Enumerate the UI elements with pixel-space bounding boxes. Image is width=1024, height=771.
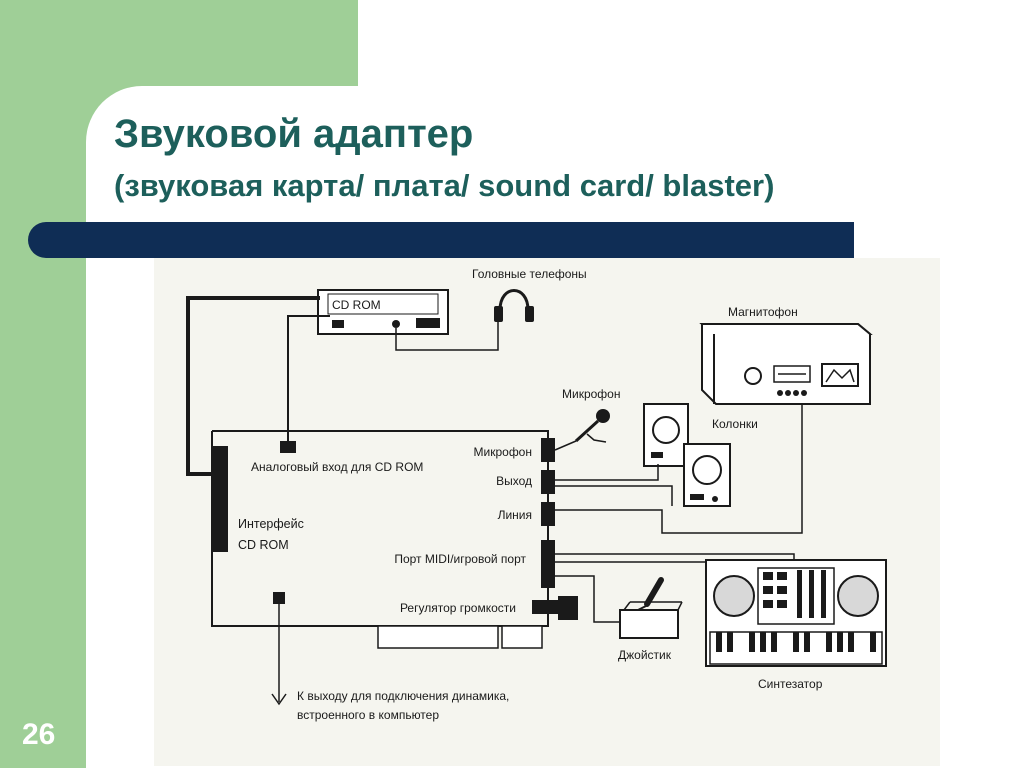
- speakers-label: Колонки: [712, 417, 758, 431]
- analog-input-connector: [280, 441, 296, 453]
- microphone-device-label: Микрофон: [562, 387, 620, 401]
- synthesizer-black-key: [837, 632, 843, 652]
- synthesizer-black-key: [749, 632, 755, 652]
- synthesizer-black-key: [760, 632, 766, 652]
- synthesizer-black-key: [716, 632, 722, 652]
- slide-title: Звуковой адаптер: [114, 112, 474, 156]
- synthesizer-keys: [716, 632, 876, 652]
- port-line-label: Линия: [498, 508, 532, 522]
- joystick-icon: [619, 577, 683, 639]
- cdrom-interface-label-1: Интерфейс: [238, 517, 304, 531]
- headphones-label: Головные телефоны: [472, 267, 587, 281]
- port-output-label: Выход: [496, 474, 532, 488]
- synthesizer-black-key: [826, 632, 832, 652]
- cdrom-drive: [317, 289, 449, 335]
- analog-input-label: Аналоговый вход для CD ROM: [251, 460, 423, 474]
- speaker-right: [683, 443, 731, 507]
- internal-speaker-connector: [273, 592, 285, 604]
- speaker-left: [643, 403, 689, 467]
- microphone-cable: [554, 440, 577, 451]
- synthesizer-black-key: [793, 632, 799, 652]
- joystick-label: Джойстик: [618, 648, 672, 662]
- microphone-icon: [574, 409, 610, 443]
- synthesizer-label: Синтезатор: [758, 677, 823, 691]
- slide-subtitle: (звуковая карта/ плата/ sound card/ blas…: [114, 168, 775, 203]
- synthesizer-black-key: [771, 632, 777, 652]
- headphones-icon: [494, 289, 534, 322]
- output-cable-right-speaker: [555, 485, 673, 506]
- synthesizer-black-key: [804, 632, 810, 652]
- tape-recorder-label: Магнитофон: [728, 305, 798, 319]
- synthesizer-black-key: [848, 632, 854, 652]
- sound-card-diagram: Интерфейс CD ROM Аналоговый вход для CD …: [154, 258, 940, 766]
- card-port-connectors: [532, 438, 578, 620]
- sound-card-board: [211, 430, 549, 649]
- port-microphone-label: Микрофон: [474, 445, 532, 459]
- speaker-output-label-2: встроенного в компьютер: [297, 708, 439, 722]
- down-arrow-icon: [271, 693, 287, 706]
- headphones-cable: [395, 314, 499, 351]
- title-underline-bar: [28, 222, 854, 258]
- slide-number: 26: [22, 718, 56, 751]
- tape-recorder: [699, 323, 873, 405]
- volume-control-label: Регулятор громкости: [400, 601, 516, 615]
- speaker-output-label-1: К выходу для подключения динамика,: [297, 689, 509, 703]
- synthesizer-black-key: [870, 632, 876, 652]
- line-cable-tape-recorder: [555, 404, 803, 534]
- cdrom-data-cable: [186, 296, 320, 476]
- cdrom-audio-cable: [287, 315, 330, 442]
- port-midi-label: Порт MIDI/игровой порт: [394, 552, 526, 566]
- cdrom-interface-label-2: CD ROM: [238, 538, 289, 552]
- synthesizer-black-key: [727, 632, 733, 652]
- cdrom-label: CD ROM: [332, 298, 381, 312]
- cdrom-interface-connector: [212, 446, 228, 552]
- joystick-cable: [555, 575, 620, 623]
- output-cable-left-speaker: [555, 464, 659, 481]
- midi-cable-1: [555, 553, 795, 560]
